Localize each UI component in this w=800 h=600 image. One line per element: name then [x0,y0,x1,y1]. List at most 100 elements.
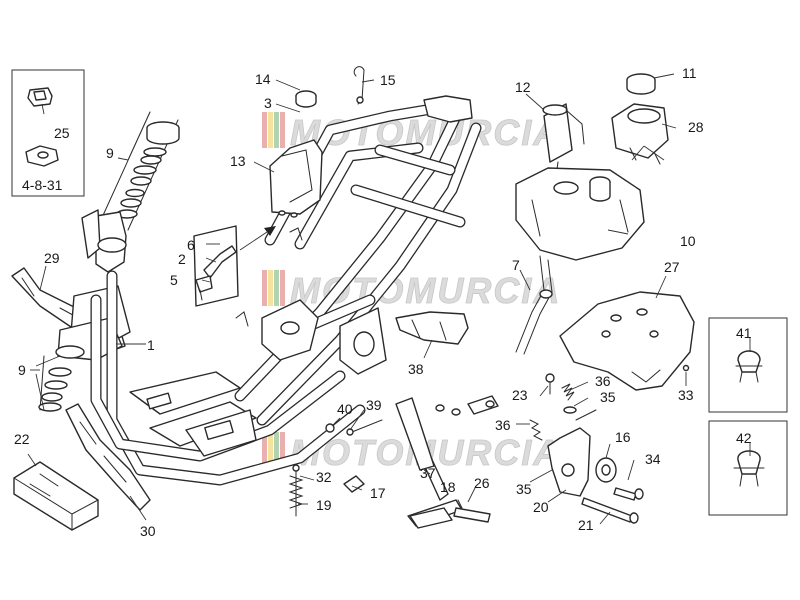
callout-40: 40 [337,401,353,417]
leader-lines [27,73,751,525]
watermark-flag-stripe [274,432,279,468]
callout-22: 22 [14,431,30,447]
callout-29: 29 [44,250,60,266]
watermark-flag-stripe [262,270,267,306]
spring-19 [288,464,304,517]
callout-36-upper: 36 [595,373,611,389]
callout-42: 42 [736,430,752,446]
watermark-flag-stripe [274,270,279,306]
watermark-flag-stripe [280,270,285,306]
callout-25: 25 [54,125,70,141]
detail-box-42 [708,420,788,516]
center-stand-18 [395,397,453,529]
skid-plate-30 [65,403,151,511]
callout-numbers: 1 2 3 4-8-31 5 6 7 9 9 10 11 12 13 14 15… [14,65,752,539]
callout-11: 11 [682,65,697,81]
callout-14: 14 [255,71,271,87]
callout-10: 10 [680,233,696,249]
fuel-pump-12 [542,103,585,177]
main-frame [55,95,482,486]
callout-4-8-31: 4-8-31 [22,177,63,193]
fuel-line-7 [515,255,553,355]
callout-27: 27 [664,259,680,275]
watermark-flag-stripe [280,432,285,468]
callout-13: 13 [230,153,246,169]
callout-1: 1 [147,337,155,353]
cap-part-14 [295,90,317,108]
watermark-middle: MOTOMURCIA [262,270,561,311]
washers-mid-36 [435,395,499,416]
battery-box-13 [269,139,323,218]
clip-33 [682,364,690,372]
arrow-valve-to-frame [239,226,276,251]
detail-box-clips [11,69,85,197]
callout-37: 37 [420,465,436,481]
callout-28: 28 [688,119,704,135]
callout-9-lower: 9 [18,362,26,378]
watermark-top: MOTOMURCIA [262,112,561,153]
callout-5: 5 [170,272,178,288]
callout-38: 38 [408,361,424,377]
callout-41: 41 [736,325,752,341]
watermark-flag-stripe [268,112,273,148]
watermark-text: MOTOMURCIA [290,270,561,311]
clamp-part-42 [733,450,765,487]
callout-2: 2 [178,251,186,267]
bolt-39 [346,419,383,436]
watermark-flag-stripe [268,270,273,306]
bolt-34 [613,487,644,501]
washer-35-upper [563,406,577,414]
callout-15: 15 [380,72,396,88]
stand-arm-20 [547,409,597,497]
fuel-cap-11 [626,73,656,95]
bolt-23 [545,373,555,395]
callout-9-upper: 9 [106,145,114,161]
callout-12: 12 [515,79,531,95]
detail-box-41 [708,317,788,413]
fuel-tank-10 [515,167,645,261]
callout-33: 33 [678,387,694,403]
valve-assembly-2-5-6 [193,225,239,307]
callout-39: 39 [366,397,382,413]
callout-17: 17 [370,485,386,501]
callout-36-lower: 36 [495,417,511,433]
watermark-flag-stripe [268,432,273,468]
callout-32: 32 [316,469,332,485]
rear-shroud-27 [559,291,695,391]
callout-35-lower: 35 [516,481,532,497]
callout-3: 3 [264,95,272,111]
steering-bearing-set-upper [99,111,180,231]
callout-30: 30 [140,523,156,539]
callout-21: 21 [578,517,594,533]
filler-neck-28 [611,103,669,165]
watermark-flag-stripe [262,432,267,468]
callout-34: 34 [645,451,661,467]
bracket-38 [395,311,469,345]
spring-36-lower [529,419,543,441]
callout-26: 26 [474,475,490,491]
watermark-flag-stripe [280,112,285,148]
callout-18: 18 [440,479,456,495]
spring-36-upper [561,383,575,401]
callout-19: 19 [316,497,332,513]
foot-peg-26 [453,499,491,523]
pin-part-15 [353,66,365,105]
clip-part-4-8-31 [25,145,59,167]
steering-bearing-set-lower [38,355,72,412]
watermark-flag-stripe [274,112,279,148]
bolt-21 [581,497,639,524]
tool-pouch-22 [13,461,99,531]
callout-20: 20 [533,499,549,515]
callout-6: 6 [187,237,195,253]
watermark-flag-stripe [262,112,267,148]
callout-7: 7 [512,257,520,273]
clip-part-25 [27,87,53,107]
clamp-part-41 [735,350,763,383]
callout-16: 16 [615,429,631,445]
clip-17 [343,475,365,493]
watermark-text: MOTOMURCIA [290,112,561,153]
callout-35-upper: 35 [600,389,616,405]
callout-23: 23 [512,387,528,403]
